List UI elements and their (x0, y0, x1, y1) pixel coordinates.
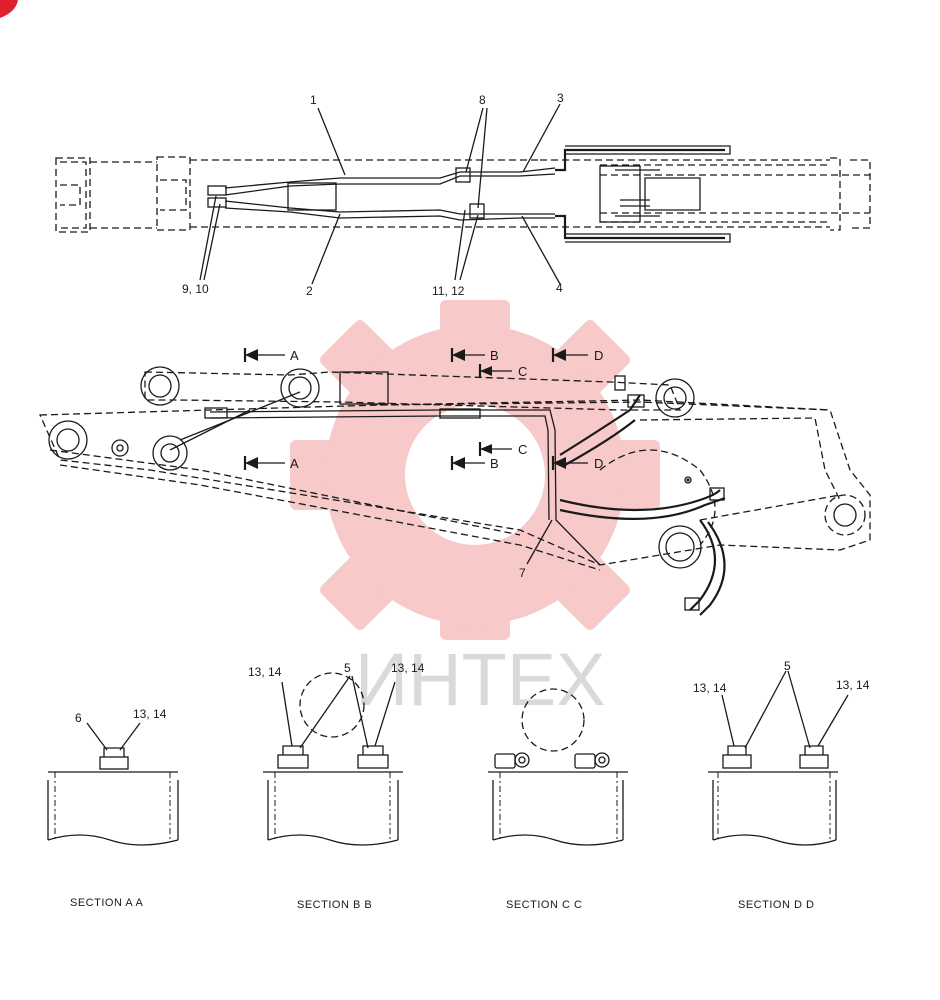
section-a-callout-13-14: 13, 14 (133, 707, 167, 721)
section-a-callout-6: 6 (75, 711, 82, 725)
callout-7: 7 (519, 566, 526, 580)
watermark-text: ИНТЕХ (355, 638, 606, 721)
callout-8: 8 (479, 93, 486, 107)
section-b-callout-5: 5 (344, 661, 351, 675)
watermark: ИНТЕХ (290, 300, 660, 721)
corner-mark (0, 0, 18, 18)
arm-cylinder-side (140, 366, 695, 451)
section-d-callout-13-14-left: 13, 14 (693, 681, 727, 695)
section-a-title: SECTION A A (70, 897, 144, 909)
section-d-callout-13-14-right: 13, 14 (836, 678, 870, 692)
callout-4: 4 (556, 281, 563, 295)
hose-and-pipe-side (204, 394, 726, 616)
callout-7-leader (526, 519, 553, 565)
section-arrow-a-bottom: A (290, 456, 299, 471)
section-a-a: 6 13, 14 SECTION A A (47, 707, 179, 909)
section-c-c: SECTION C C (488, 688, 628, 911)
section-arrow-c-bottom: C (518, 442, 527, 457)
callout-9-10: 9, 10 (182, 282, 209, 296)
section-c-title: SECTION C C (506, 899, 582, 911)
boom-outline-top (55, 156, 871, 233)
callout-1: 1 (310, 93, 317, 107)
callout-3: 3 (557, 91, 564, 105)
section-arrow-a-top: A (290, 348, 299, 363)
top-view: 1 8 3 9, 10 2 11, 12 4 (55, 91, 871, 298)
section-b-title: SECTION B B (297, 899, 372, 911)
side-view: A B D C C A B D 7 (39, 348, 871, 616)
section-arrow-b-bottom: B (490, 456, 499, 471)
callout-2: 2 (306, 284, 313, 298)
section-d-title: SECTION D D (738, 899, 814, 911)
section-b-b: 13, 14 5 13, 14 SECTION B B (248, 661, 425, 911)
boom-outline-side (39, 399, 871, 571)
section-arrow-c-top: C (518, 364, 527, 379)
section-arrow-b-top: B (490, 348, 499, 363)
section-arrow-d-top: D (594, 348, 603, 363)
callout-11-12: 11, 12 (432, 284, 465, 298)
section-cut-arrows (243, 348, 588, 470)
hose-and-pipe-top (207, 145, 731, 243)
section-arrow-d-bottom: D (594, 456, 603, 471)
section-d-callout-5: 5 (784, 659, 791, 673)
section-b-callout-13-14-left: 13, 14 (248, 665, 282, 679)
section-d-d: 13, 14 5 13, 14 SECTION D D (693, 659, 870, 911)
top-view-leaders (199, 103, 561, 285)
section-b-callout-13-14-right: 13, 14 (391, 661, 425, 675)
